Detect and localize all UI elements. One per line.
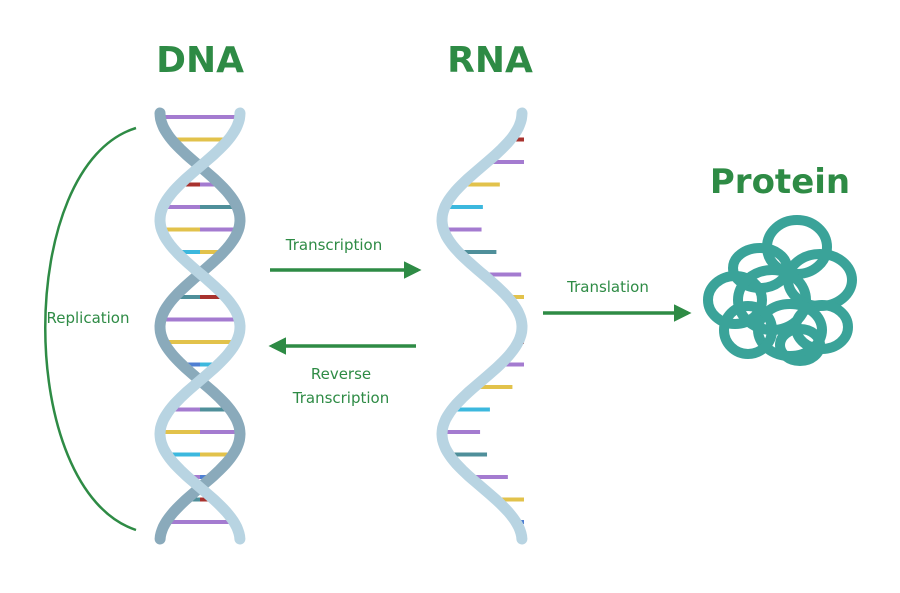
folded-protein-icon — [703, 215, 857, 366]
rna-title: RNA — [447, 40, 533, 81]
replication-bracket — [44, 126, 137, 532]
protein-loop — [775, 324, 825, 366]
single-strand-icon — [436, 107, 528, 545]
double-helix-icon — [154, 107, 246, 545]
transcription-label: Transcription — [285, 236, 382, 254]
replication-label: Replication — [46, 309, 129, 327]
reverse-label-line1: Reverse — [311, 365, 371, 383]
protein-loop — [703, 271, 767, 329]
protein-title: Protein — [710, 162, 850, 202]
dna-backbone-strand-2 — [154, 107, 246, 545]
dna-title: DNA — [156, 40, 244, 81]
dna-backbone-strand-1 — [154, 107, 246, 545]
reverse-label-line2: Transcription — [292, 389, 389, 407]
protein-loop — [719, 301, 777, 359]
rna-backbone-strand — [436, 107, 528, 545]
translation-label: Translation — [566, 278, 649, 296]
